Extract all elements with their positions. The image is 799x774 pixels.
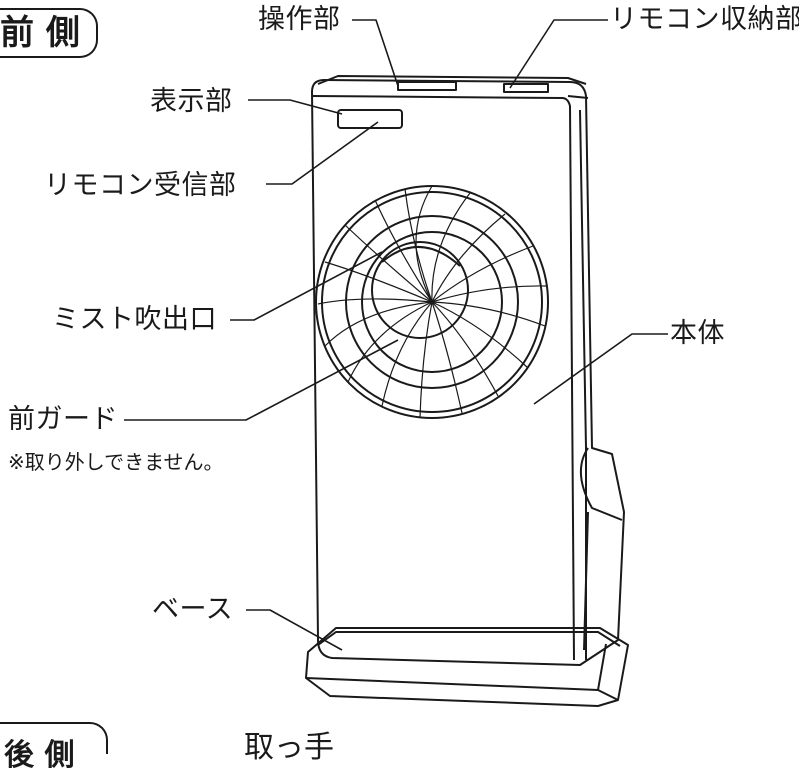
mist-outlet-label: ミスト吹出口 <box>52 304 217 335</box>
remote-storage-slot <box>503 83 549 93</box>
fan-blades <box>317 185 547 419</box>
handle-label: 取っ手 <box>244 730 334 765</box>
front-guard-label: 前ガード <box>8 404 118 435</box>
fan-mid-ring <box>361 231 503 373</box>
remote-receiver-label: リモコン受信部 <box>44 170 237 201</box>
base-top-edge <box>317 631 621 647</box>
front-guard-note: ※取り外しできません。 <box>8 450 224 474</box>
front-view-tab: 前 側 <box>0 8 98 58</box>
rear-view-tab-label: 後 側 <box>4 738 75 773</box>
control-panel-label: 操作部 <box>258 4 341 35</box>
body-lower-curve <box>579 447 623 521</box>
body-front-panel <box>311 95 575 661</box>
mist-outlet-hub <box>371 241 469 339</box>
control-panel-slot <box>397 81 457 91</box>
diagram-stage: 前 側 <box>0 4 799 773</box>
body-side-line <box>579 109 587 660</box>
remote-storage-label: リモコン収納部 <box>610 4 799 35</box>
body-side-bottom <box>583 511 589 651</box>
fan-illustration <box>124 19 668 707</box>
rear-view-tab: 後 側 <box>0 722 108 773</box>
base-ridge <box>597 643 607 691</box>
leader-lines <box>124 19 668 651</box>
front-view-tab-label: 前 側 <box>0 13 80 53</box>
base-outline <box>305 627 629 707</box>
display-label: 表示部 <box>150 86 233 117</box>
top-surface <box>317 75 587 85</box>
mist-outlet-rim <box>381 246 461 267</box>
body-right-edge <box>567 95 589 99</box>
base-label: ベース <box>152 594 234 625</box>
main-body-label: 本体 <box>670 318 725 349</box>
fan-outer-ring-inner <box>321 191 543 413</box>
body-outline <box>311 79 625 666</box>
fan-guard-ring <box>345 215 519 389</box>
display-window <box>337 109 403 129</box>
